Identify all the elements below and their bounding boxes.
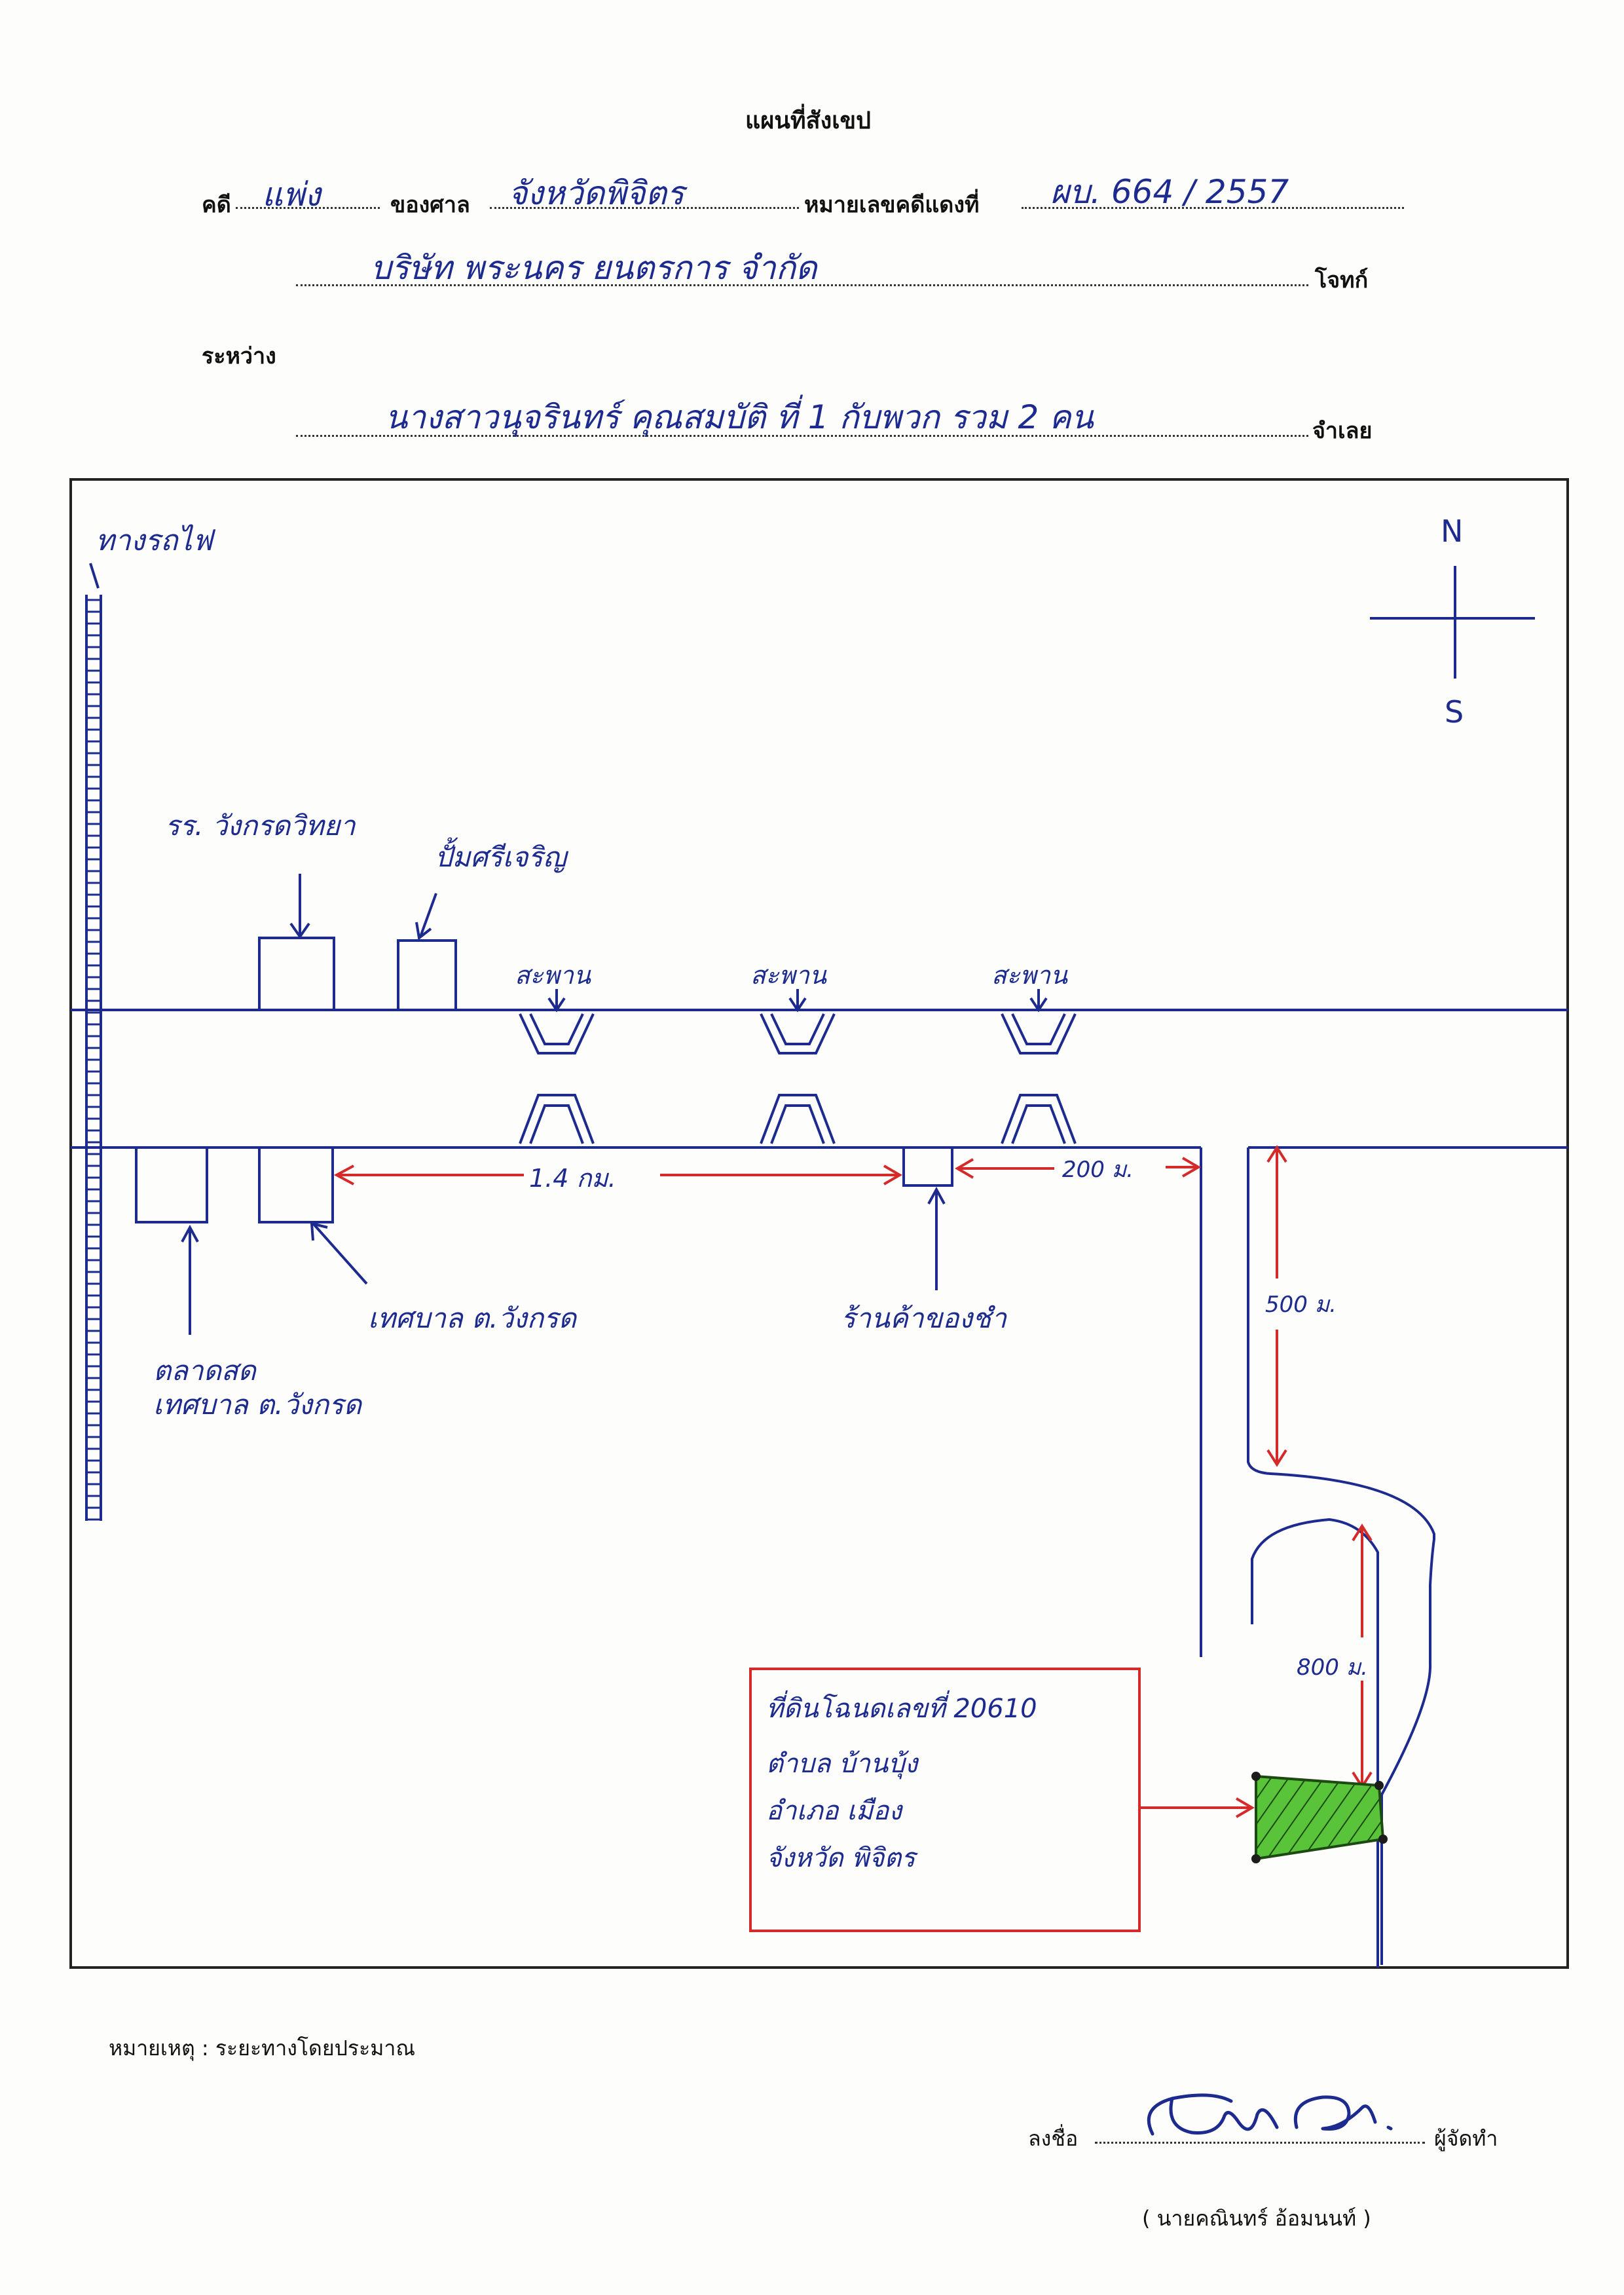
land-info-box	[749, 1668, 1141, 1932]
school-label: รร. วังกรดวิทยา	[165, 810, 356, 842]
preparer-label: ผู้จัดทำ	[1434, 2126, 1498, 2151]
bridge-upper-1	[519, 1013, 595, 1054]
land-parcel	[1255, 1774, 1385, 1861]
land-info-line-3: อำเภอ เมือง	[766, 1796, 902, 1826]
court-line	[490, 207, 799, 209]
bridges	[519, 989, 1077, 1144]
defendant-label: จำเลย	[1312, 418, 1373, 444]
red-case-no-value: ผบ. 664 / 2557	[1050, 173, 1289, 211]
market-building	[135, 1146, 208, 1223]
bridge-pointer-2	[788, 989, 807, 1013]
red-case-no-line	[1022, 207, 1404, 209]
compass	[1370, 566, 1535, 679]
municipality-building	[258, 1146, 334, 1223]
case-type-value: แพ่ง	[262, 176, 321, 214]
land-info-line-4: จังหวัด พิจิตร	[766, 1843, 915, 1873]
page-title: แผนที่สังเขป	[745, 107, 871, 134]
bridge-lower-2	[760, 1094, 836, 1144]
defendant-name-value: นางสาวนุจรินทร์ คุณสมบัติ ที่ 1 กับพวก ร…	[385, 398, 1094, 436]
railway-label: ทางรถไฟ	[96, 524, 213, 557]
label-pointers	[181, 874, 946, 1335]
bridge-label-1: สะพาน	[515, 961, 591, 990]
bridge-label-3: สะพาน	[991, 961, 1067, 990]
case-label: คดี	[202, 192, 231, 218]
map-frame	[69, 478, 1569, 1969]
municipality-label: เทศบาล ต.วังกรด	[368, 1302, 577, 1334]
railway-pointer	[89, 563, 100, 589]
bridge-pointer-1	[547, 989, 566, 1013]
bridge-upper-3	[1001, 1013, 1077, 1054]
gas-station-label: ปั้มศรีเจริญ	[435, 841, 566, 873]
bridge-pointer-3	[1029, 989, 1048, 1013]
signature-line	[1095, 2142, 1425, 2144]
court-name-value: จังหวัดพิจิตร	[508, 174, 684, 212]
grocery-shop-label: ร้านค้าของชำ	[841, 1302, 1007, 1334]
school-building	[258, 937, 335, 1011]
compass-south-label: S	[1445, 694, 1464, 730]
court-label: ของศาล	[390, 192, 470, 218]
railway-ties	[86, 599, 101, 1521]
between-label: ระหว่าง	[202, 343, 276, 369]
distance-label-1-4km: 1.4 กม.	[529, 1164, 616, 1193]
distance-label-200m: 200 ม.	[1062, 1157, 1134, 1183]
distance-label-800m: 800 ม.	[1297, 1654, 1368, 1681]
case-type-line	[236, 207, 380, 209]
distance-arrows	[333, 1145, 1373, 1818]
defendant-line	[296, 435, 1308, 437]
land-info-line-1: ที่ดินโฉนดเลขที่ 20610	[766, 1694, 1037, 1724]
signature-graphic	[1147, 2093, 1393, 2136]
bridge-label-2: สะพาน	[750, 961, 826, 990]
note-text: หมายเหตุ : ระยะทางโดยประมาณ	[109, 2036, 415, 2061]
distance-label-500m: 500 ม.	[1265, 1292, 1337, 1318]
grocery-shop-building	[902, 1146, 953, 1187]
red-case-no-label: หมายเลขคดีแดงที่	[804, 192, 980, 218]
preparer-name: ( นายคณินทร์ อ้อมนนท์ )	[1142, 2206, 1371, 2231]
plaintiff-label: โจทก์	[1315, 267, 1369, 293]
plaintiff-line	[296, 284, 1308, 286]
bridge-upper-2	[760, 1013, 836, 1054]
land-info-line-2: ตำบล บ้านบุ้ง	[766, 1749, 918, 1779]
plaintiff-name-value: บริษัท พระนคร ยนตรการ จำกัด	[371, 249, 817, 287]
bridge-lower-1	[519, 1094, 595, 1144]
land-parcel-corners	[1251, 1772, 1388, 1863]
gas-station-building	[397, 939, 457, 1011]
railway	[85, 595, 102, 1521]
side-road	[1200, 1148, 1435, 1968]
market-label-line-1: ตลาดสด	[153, 1354, 256, 1387]
compass-north-label: N	[1441, 513, 1464, 549]
bridge-lower-3	[1001, 1094, 1077, 1144]
sign-label: ลงชื่อ	[1028, 2126, 1079, 2151]
market-label-line-2: เทศบาล ต.วังกรด	[153, 1389, 362, 1421]
